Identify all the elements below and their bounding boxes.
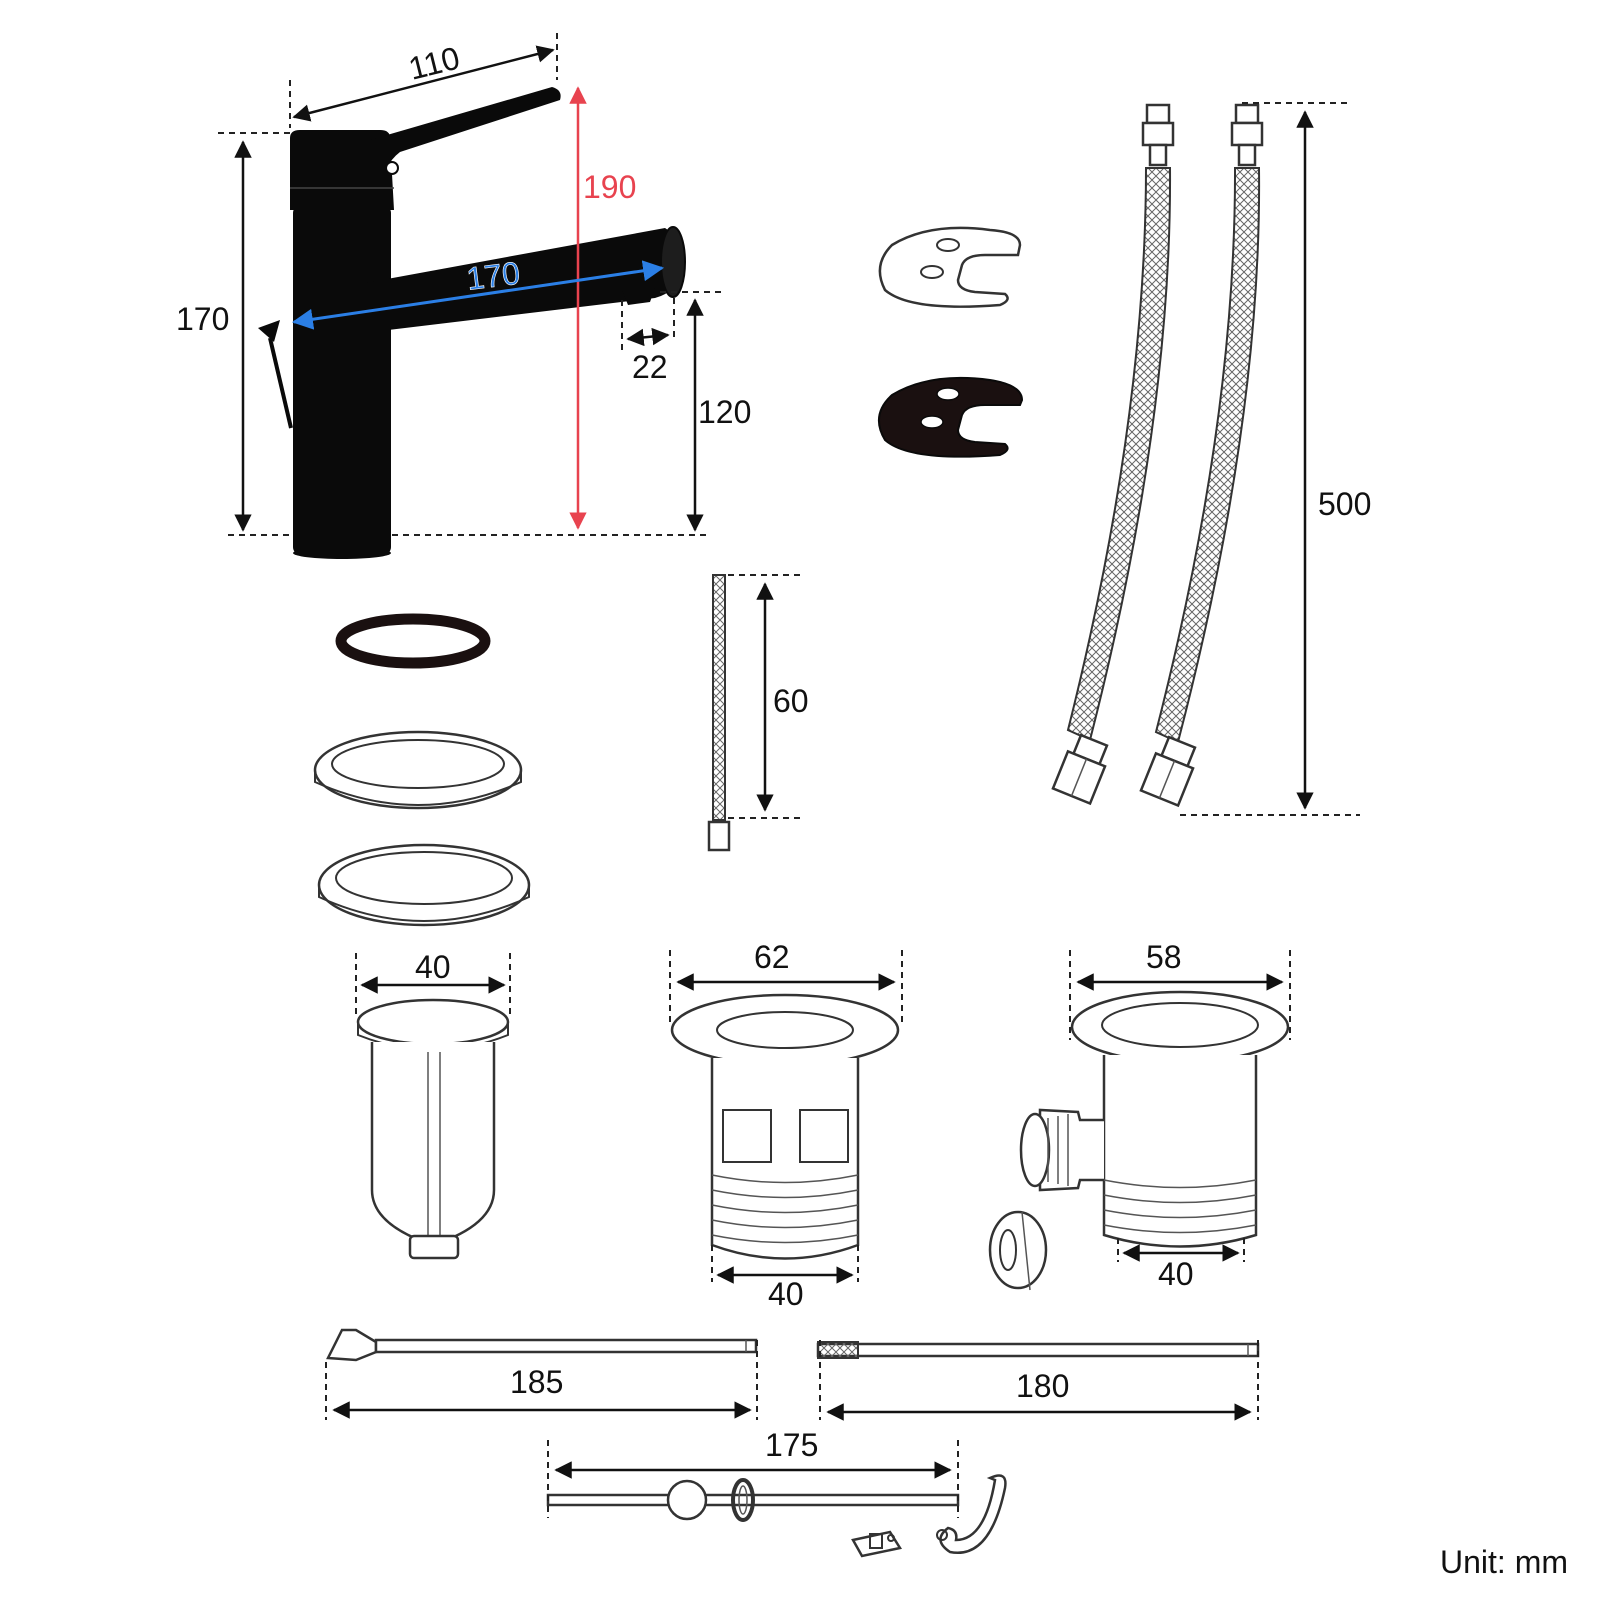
- dim-label-40-pop: 40: [768, 1276, 804, 1312]
- dimension-body-height: 170: [176, 132, 708, 536]
- dim-label-185: 185: [510, 1364, 563, 1400]
- dim-label-62: 62: [754, 939, 790, 975]
- threaded-stud: [707, 574, 731, 852]
- dim-label-175: 175: [765, 1427, 818, 1463]
- dim-label-190: 190: [583, 169, 636, 205]
- lift-rod: [326, 1328, 758, 1362]
- flat-washer: [317, 843, 531, 927]
- dimension-waste-body: 40: [1117, 1238, 1245, 1292]
- pivot-spring-hook: [936, 1474, 1007, 1555]
- pivot-rod: [546, 1478, 960, 1522]
- dimension-waste-flange: 58: [1069, 939, 1291, 1040]
- dimension-stud-length: 60: [728, 574, 809, 819]
- waste-body: [988, 990, 1290, 1291]
- drain-plug: [356, 998, 510, 1260]
- dim-label-58: 58: [1146, 939, 1182, 975]
- dimension-hose-length: 500: [1180, 102, 1371, 816]
- o-ring-black: [335, 613, 491, 669]
- dimension-spout-height: 120: [660, 291, 751, 532]
- dim-label-170-height: 170: [176, 301, 229, 337]
- dimension-plug-diameter: 40: [355, 949, 511, 1018]
- dim-label-40-waste: 40: [1158, 1256, 1194, 1292]
- hose-left: [1051, 103, 1175, 806]
- mounting-plate-light: [878, 226, 1022, 308]
- dim-label-500: 500: [1318, 486, 1371, 522]
- dimension-overall-height: 190: [569, 86, 636, 530]
- pop-up-body: [670, 993, 900, 1260]
- gasket-ring: [313, 730, 523, 810]
- dim-label-180: 180: [1016, 1368, 1069, 1404]
- dim-label-110: 110: [405, 40, 463, 87]
- dim-label-120: 120: [698, 394, 751, 430]
- dimension-pivot-rod: 175: [547, 1427, 959, 1518]
- dim-label-60: 60: [773, 683, 809, 719]
- hose-right: [1139, 103, 1264, 808]
- dim-label-170-spout: 170: [464, 255, 521, 297]
- mounting-plate-dark: [877, 376, 1024, 458]
- dimension-aerator: 22: [621, 298, 675, 385]
- faucet: [258, 87, 686, 559]
- unit-label: Unit: mm: [1440, 1544, 1568, 1580]
- dimension-spout-reach: 170: [291, 254, 665, 330]
- dimension-lift-rod: 185: [325, 1340, 758, 1420]
- dim-label-22: 22: [632, 349, 668, 385]
- dimension-pop-flange: 62: [669, 939, 903, 1025]
- threaded-rod: [816, 1341, 1260, 1359]
- dimension-pop-body: 40: [711, 1245, 859, 1312]
- dimension-rod-180: 180: [819, 1340, 1259, 1421]
- dim-label-40-plug: 40: [415, 949, 451, 985]
- pivot-clip: [851, 1530, 903, 1558]
